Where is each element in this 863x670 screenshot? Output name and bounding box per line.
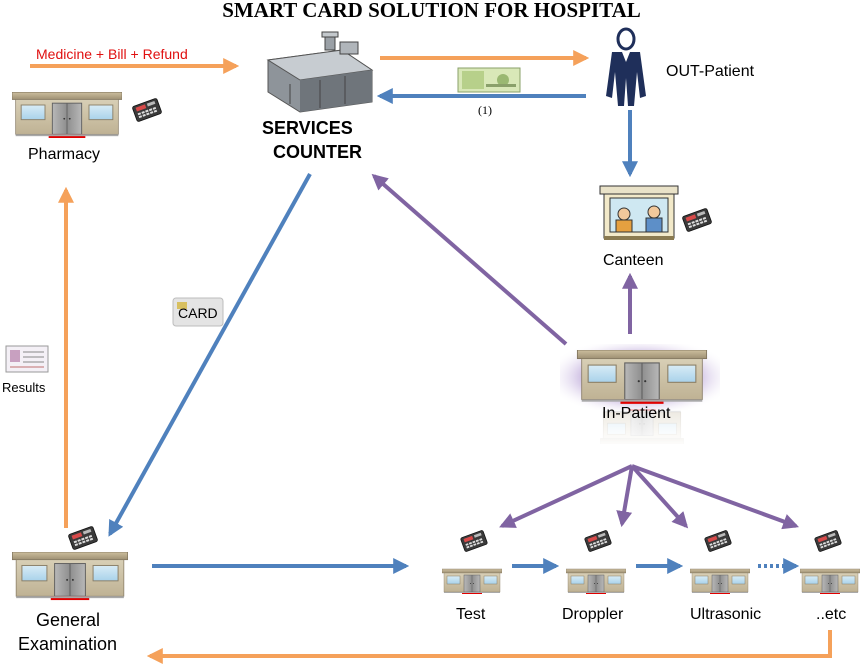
test-building-icon <box>442 568 502 595</box>
droppler-building-icon <box>566 568 626 595</box>
ultrasonic-card-reader-icon <box>704 530 732 552</box>
services-counter-label-line2: COUNTER <box>273 142 362 162</box>
general-exam-building-icon <box>12 552 128 601</box>
inpatient-building-icon <box>576 350 708 405</box>
page-title: SMART CARD SOLUTION FOR HOSPITAL <box>222 0 641 22</box>
medicine-bill-refund-label: Medicine + Bill + Refund <box>36 46 188 62</box>
edge-etc-to-general-exam <box>146 630 832 664</box>
card-label: CARD <box>178 305 218 321</box>
general-exam-label-line1: General <box>36 610 101 630</box>
edge-inpatient-to-ultrasonic <box>630 464 689 529</box>
test-label: Test <box>456 606 486 623</box>
out-patient-label: OUT-Patient <box>666 63 755 80</box>
droppler-label: Droppler <box>562 606 624 623</box>
canteen-clipart-icon <box>599 185 679 240</box>
canteen-card-reader-icon <box>682 208 712 232</box>
canteen-label: Canteen <box>603 252 664 269</box>
payment-step-label: (1) <box>478 103 492 117</box>
pharmacy-label: Pharmacy <box>28 146 101 163</box>
general-exam-label-line2: Examination <box>18 634 118 654</box>
cash-register-counter-icon <box>266 31 374 113</box>
card-reader-icon <box>132 98 162 122</box>
etc-label: ..etc <box>816 606 847 623</box>
in-patient-label: In-Patient <box>602 405 671 422</box>
etc-card-reader-icon <box>814 530 842 552</box>
general-exam-card-reader-icon <box>68 526 98 550</box>
edge-inpatient-to-test <box>499 464 633 528</box>
ultrasonic-label: Ultrasonic <box>690 606 762 623</box>
pharmacy-building-icon <box>12 92 122 139</box>
edge-inpatient-to-counter <box>371 173 568 346</box>
ultrasonic-building-icon <box>690 568 750 595</box>
card-icon <box>172 297 224 327</box>
services-counter-label-line1: SERVICES <box>262 118 353 138</box>
person-icon <box>606 27 646 106</box>
edge-counter-to-general-exam <box>108 173 312 537</box>
results-label: Results <box>2 380 46 395</box>
etc-building-icon <box>800 568 860 595</box>
banknote-icon <box>457 67 521 93</box>
results-document-icon <box>5 345 49 373</box>
edge-inpatient-to-etc <box>631 464 800 530</box>
droppler-card-reader-icon <box>584 530 612 552</box>
test-card-reader-icon <box>460 530 488 552</box>
edge-inpatient-to-droppler <box>616 465 634 528</box>
